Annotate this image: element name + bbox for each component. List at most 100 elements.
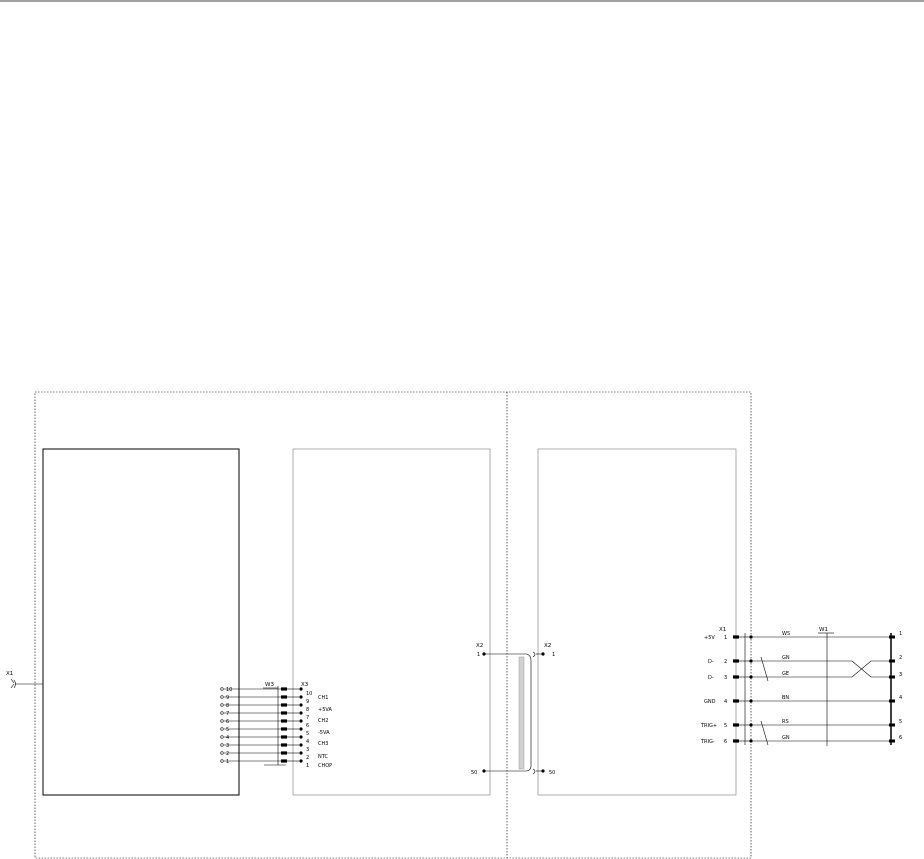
x1-terminal [733, 723, 739, 727]
x3-pin-labels: 10 9 8 7 6 5 4 3 2 1 [306, 691, 312, 769]
x3-signal: CH2 [318, 718, 328, 724]
x3-pin: 4 [306, 739, 309, 745]
module-box-right [537, 448, 737, 796]
w1-wire-color: GE [782, 671, 789, 677]
x1-pin-num: 5 [724, 723, 727, 729]
w3-pin-ring [220, 711, 224, 715]
x3-signal: -5VA [318, 730, 330, 736]
x1-pin-num: 6 [724, 739, 727, 745]
w3-pin: 4 [226, 735, 229, 741]
w3-pin: 7 [226, 711, 229, 717]
x3-pin-dot [299, 687, 303, 691]
x3-signal: +5VA [318, 707, 332, 713]
x3-pin: 7 [306, 715, 309, 721]
w1-wire-color: GN [782, 655, 790, 661]
x1-right-label: X1 [719, 627, 726, 633]
w3-pin-ring [220, 743, 224, 747]
w1-wire-crossed [751, 660, 893, 678]
module-box-left [42, 448, 240, 796]
x3-pin: 8 [306, 707, 309, 713]
w1-wire-color: RS [782, 719, 789, 725]
w1-wire-color: WS [782, 631, 790, 637]
w3-pin-ring [220, 687, 224, 691]
x1-pin-num: 3 [724, 675, 727, 681]
x3-pin: 9 [306, 699, 309, 705]
w3-pin: 5 [226, 727, 229, 733]
w3-terminal [281, 759, 287, 763]
w1-end-terminal [889, 699, 895, 703]
x1-pin-name: GND [704, 699, 716, 705]
x3-signal: CH1 [318, 695, 328, 701]
w1-cable: W1 WS GN GE BN RS GN 1 2 3 4 5 6 [733, 627, 902, 746]
twisted-pair-mark [760, 720, 769, 746]
w1-end-pin: 4 [899, 695, 902, 701]
w3-pin: 9 [226, 695, 229, 701]
x1-pin-num: 2 [724, 659, 727, 665]
outer-dashed-frame [34, 391, 752, 859]
x3-pin-dot [299, 719, 303, 723]
w1-end-terminal [889, 739, 895, 743]
x3-pin: 1 [306, 763, 309, 769]
x1-terminal [733, 739, 739, 743]
w3-pin: 3 [226, 743, 229, 749]
w3-pin-ring [220, 751, 224, 755]
w3-terminal [281, 719, 287, 723]
w3-terminal [281, 727, 287, 731]
w3-pin-labels: 10 9 8 7 6 5 4 3 2 1 [226, 687, 232, 765]
w1-end-pin: 6 [899, 735, 902, 741]
x1-terminal [733, 675, 739, 679]
x3-signal: CHOP [318, 763, 332, 769]
w3-harness: W3 10 9 8 7 6 5 4 3 2 1 [220, 682, 303, 766]
w1-wire-color: BN [782, 695, 789, 701]
x1-right-connector: X1 +5V 1 D- 2 D- 3 GND 4 TRIG+ 5 TRIG- 6 [700, 627, 727, 745]
x1-pin-num: 1 [724, 635, 727, 641]
x1-pin-name: +5V [704, 635, 715, 641]
w3-pin-ring [220, 735, 224, 739]
x3-pin-dot [299, 735, 303, 739]
x3-connector: X3 10 9 8 7 6 5 4 3 2 1 CH1 +5VA CH2 -5V… [301, 682, 332, 769]
w3-pin-ring [220, 695, 224, 699]
x3-pin-dot [299, 727, 303, 731]
x2-left-pin-bottom: 50 [471, 770, 477, 776]
x3-label: X3 [301, 682, 309, 688]
x3-pin-dot [299, 703, 303, 707]
w3-pin-ring [220, 719, 224, 723]
x1-left-label: X1 [6, 671, 13, 677]
x1-terminal [733, 635, 739, 639]
x3-pin-dot [299, 743, 303, 747]
w3-pin-ring [220, 727, 224, 731]
x3-signal-labels: CH1 +5VA CH2 -5VA CH3 NTC CHOP [318, 695, 332, 769]
x3-pin: 5 [306, 731, 309, 737]
x1-pin-name: TRIG+ [700, 723, 717, 729]
x1-pin-name: TRIG- [700, 739, 715, 745]
x1-terminal [733, 699, 739, 703]
x3-signal: CH3 [318, 741, 328, 747]
ribbon-cable [518, 656, 525, 770]
w3-wires [220, 686, 303, 766]
w3-terminal [281, 743, 287, 747]
w1-end-terminal [889, 723, 895, 727]
x2-right-pin-bottom: 50 [549, 770, 555, 776]
w3-terminal [281, 751, 287, 755]
w3-label: W3 [265, 682, 274, 688]
w3-pin-ring [220, 759, 224, 763]
w3-pin: 6 [226, 719, 229, 725]
w3-pin-ring [220, 703, 224, 707]
w1-end-pin: 5 [899, 719, 902, 725]
x3-pin-dot [299, 759, 303, 763]
x1-pin-name: D- [708, 659, 714, 665]
x3-pin-dot [299, 751, 303, 755]
w1-wire-color: GN [782, 735, 790, 741]
x1-pin-name: D- [708, 675, 714, 681]
x2-left-pin-top: 1 [477, 652, 480, 658]
x3-signal: NTC [318, 754, 329, 760]
w3-pin: 1 [226, 759, 229, 765]
module-box-middle [292, 448, 491, 796]
w1-end-terminal [889, 635, 895, 639]
w1-end-pin: 3 [899, 672, 902, 678]
w1-wire-crossed [751, 660, 893, 678]
w3-terminal [281, 703, 287, 707]
w1-end-terminal [889, 675, 895, 679]
x2-ribbon: X2 1 50 X2 1 50 [471, 643, 555, 776]
